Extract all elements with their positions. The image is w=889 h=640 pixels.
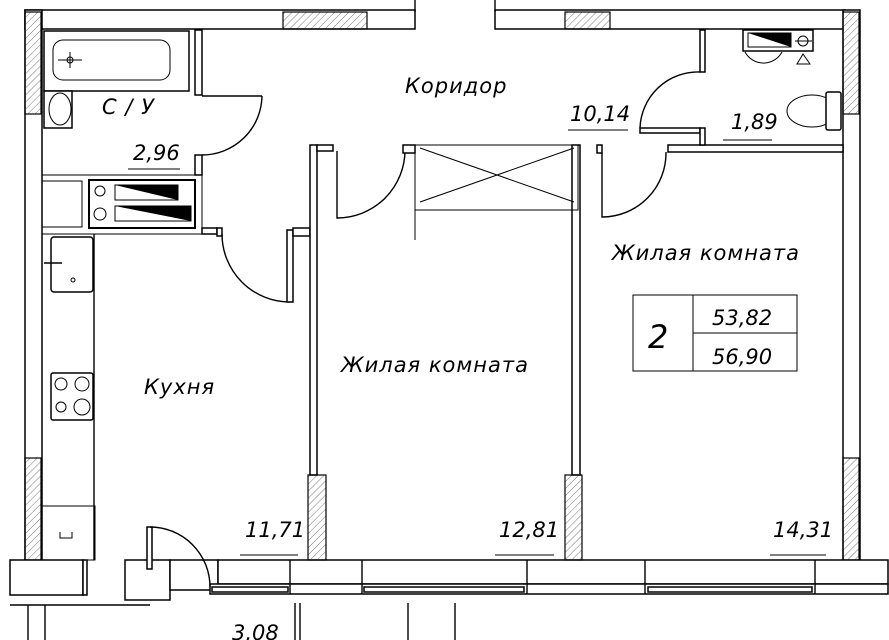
hatched-wall bbox=[24, 457, 42, 561]
corridor-label: Коридор bbox=[405, 74, 507, 98]
window bbox=[363, 586, 525, 593]
hatched-wall bbox=[307, 474, 327, 561]
area-summary: 2 53,82 56,90 bbox=[632, 294, 798, 372]
ventilation-shaft bbox=[414, 144, 579, 211]
bathroom bbox=[43, 29, 263, 176]
boiler bbox=[41, 174, 203, 235]
wc-sink bbox=[744, 51, 783, 64]
kitchen-label: Кухня bbox=[144, 375, 215, 399]
kitchen-fixtures bbox=[41, 234, 96, 561]
balcony-area: 3,08 bbox=[232, 621, 279, 640]
sink bbox=[48, 92, 72, 126]
stove bbox=[50, 372, 94, 421]
kitchen-sink bbox=[50, 236, 94, 293]
living-room-1-label: Жилая комната bbox=[339, 353, 529, 377]
window bbox=[647, 586, 813, 593]
living-room-1-area: 12,81 bbox=[499, 518, 559, 542]
hatched-wall bbox=[842, 11, 860, 115]
wc-area: 1,89 bbox=[731, 110, 778, 134]
bathroom-label: С / У bbox=[102, 95, 155, 119]
hatched-wall bbox=[282, 11, 368, 30]
bottom-wall bbox=[9, 526, 889, 640]
window bbox=[211, 586, 289, 593]
hatched-wall bbox=[564, 11, 611, 30]
total-area: 56,90 bbox=[712, 345, 772, 369]
living-room-2-area: 14,31 bbox=[773, 518, 833, 542]
room-labels: С / У 2,96 Коридор 10,14 1,89 Жилая комн… bbox=[102, 74, 833, 640]
corridor-area: 10,14 bbox=[570, 102, 630, 126]
room-count: 2 bbox=[648, 318, 668, 356]
living-room-2-label: Жилая комната bbox=[610, 241, 800, 265]
living-area: 53,82 bbox=[712, 306, 772, 330]
bathroom-area: 2,96 bbox=[133, 141, 180, 165]
kitchen-area: 11,71 bbox=[245, 518, 305, 542]
hatched-wall bbox=[24, 11, 42, 115]
hatched-wall bbox=[564, 474, 583, 561]
wc-fixtures bbox=[742, 29, 842, 131]
inner-walls bbox=[307, 29, 844, 561]
kitchen-door bbox=[201, 227, 311, 303]
hatched-wall bbox=[842, 457, 860, 561]
